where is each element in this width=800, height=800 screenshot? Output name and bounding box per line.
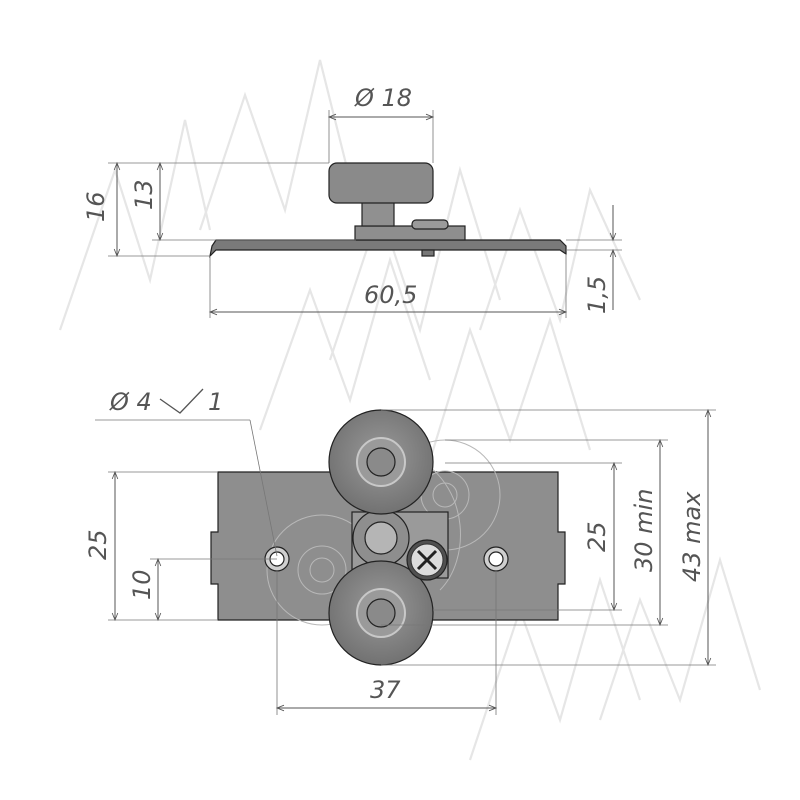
axle-side [361,201,395,227]
wheel-side [328,162,434,204]
dim-height-total: 16 [82,191,110,222]
phillips-screw-icon [406,539,448,581]
dim-hole-offset: 10 [128,569,156,600]
dim-max: 43 max [678,491,706,582]
dim-plate-height: 25 [84,529,112,560]
base-plate-side [209,239,567,258]
dim-hole-spacing: 37 [370,676,401,704]
mount-bracket-side [354,225,466,241]
dim-height-wheel: 13 [130,179,158,210]
countersink-icon [159,388,204,414]
top-view: Ø 4 1 25 10 37 25 30 min 43 max [84,388,716,715]
dim-length: 60,5 [364,281,417,309]
dim-hole: Ø 4 [109,388,152,416]
dim-inner: 25 [583,521,611,552]
dim-min: 30 min [630,489,658,572]
dim-thickness: 1,5 [583,276,611,314]
side-view: Ø 18 16 13 60,5 1,5 [82,84,622,318]
screw-bottom-side [421,249,435,257]
screw-head-side [411,219,449,230]
dim-diameter-wheel: Ø 18 [354,84,412,112]
dim-hole-count: 1 [208,388,223,416]
